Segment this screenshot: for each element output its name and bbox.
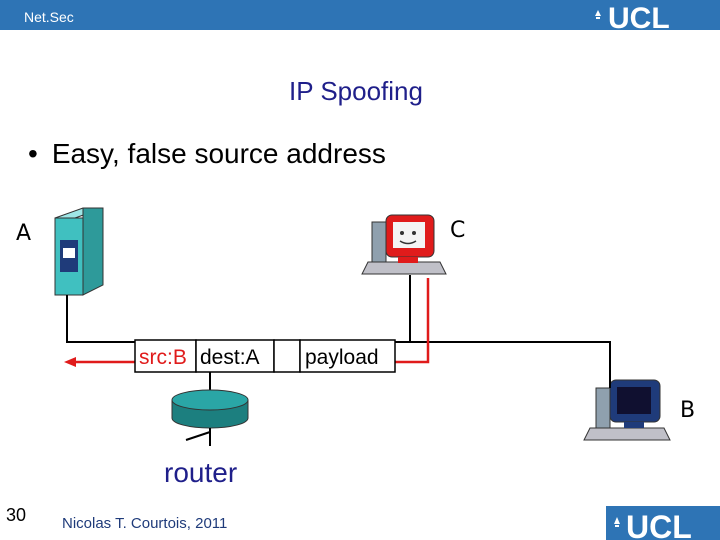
slide-number: 30 <box>6 505 27 525</box>
link-b <box>395 341 611 388</box>
footer-author: Nicolas T. Courtois, 2011 <box>62 515 228 532</box>
link-a <box>66 295 135 343</box>
spoof-path-right <box>395 278 430 364</box>
network-links <box>66 275 611 390</box>
footer-ucl-logo: UCL <box>606 506 720 540</box>
spoofing-diagram: A C B src:B dest:A <box>16 207 695 446</box>
footer-ucl-logo-mark: UCL <box>614 509 692 540</box>
slide-title: IP Spoofing <box>289 76 423 106</box>
bullet-item: • Easy, false source address <box>28 138 386 170</box>
ucl-logo: UCL <box>592 0 702 30</box>
packet-field-src: src:B <box>139 346 187 369</box>
bullet-text: Easy, false source address <box>51 138 386 169</box>
host-a-icon <box>54 207 104 296</box>
packet-field-dest: dest:A <box>200 346 260 369</box>
spoof-path <box>74 278 430 364</box>
ucl-logo-text: UCL <box>608 2 670 30</box>
router-label: router <box>164 457 238 488</box>
router-icon <box>171 389 249 446</box>
host-b-icon <box>583 379 671 441</box>
header-bar: Net.Sec UCL <box>0 0 720 30</box>
ucl-logo-mark: UCL <box>595 2 670 30</box>
host-c-icon <box>361 214 447 275</box>
spoof-arrowhead <box>64 357 76 367</box>
host-b-label: B <box>680 398 695 423</box>
host-c-label: C <box>450 218 465 243</box>
bullet-marker: • <box>28 138 38 169</box>
packet: src:B dest:A payload <box>134 339 396 373</box>
host-a-label: A <box>16 221 31 246</box>
packet-field-payload: payload <box>305 346 379 369</box>
link-c <box>395 275 411 343</box>
course-label: Net.Sec <box>24 9 74 25</box>
footer-ucl-logo-text: UCL <box>626 509 692 540</box>
